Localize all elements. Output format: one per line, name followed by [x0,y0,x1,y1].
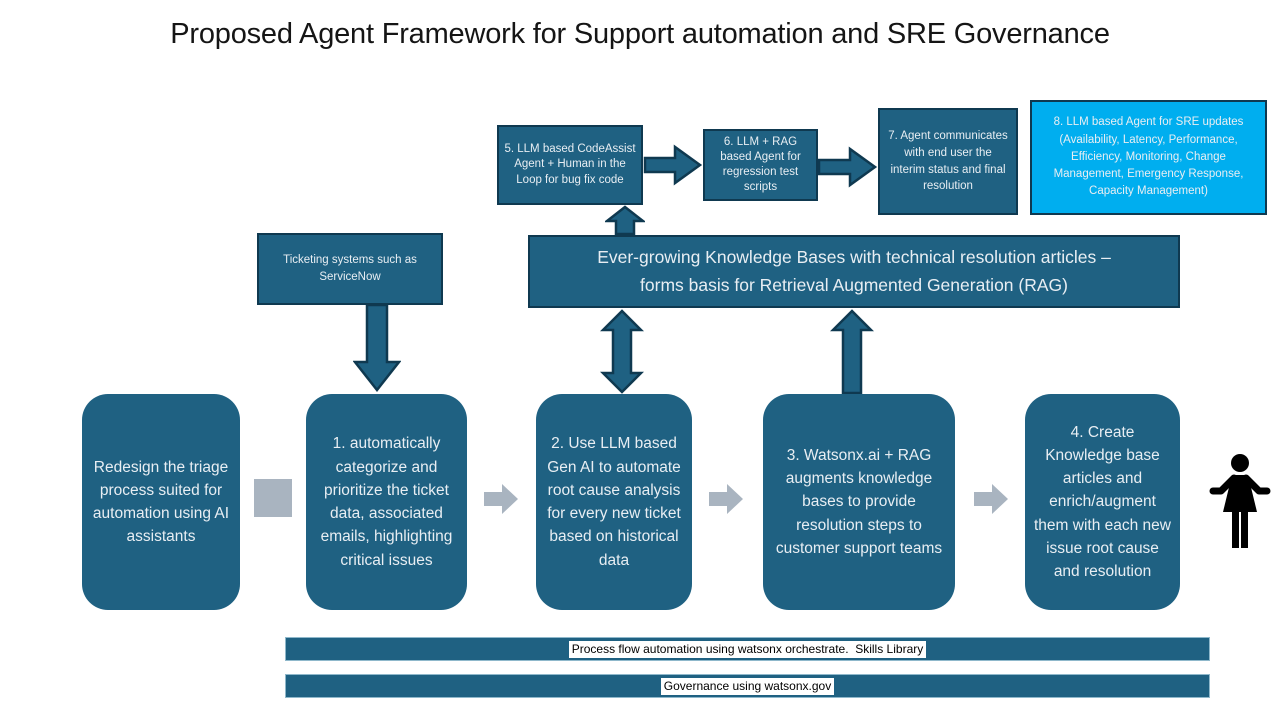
box-6-label: 6. LLM + RAG based Agent for regression … [720,136,801,193]
process-box-1-categorize: 1. automatically categorize and prioriti… [306,394,467,610]
box-7-agent-communicates: 7. Agent communicates with end user the … [878,108,1018,215]
process-box-2-root-cause: 2. Use LLM based Gen AI to automate root… [536,394,692,610]
process-box-redesign-label: Redesign the triage process suited for a… [92,458,230,546]
governance-label: Governance using watsonx.gov [660,677,835,695]
process-box-4-label: 4. Create Knowledge base articles and en… [1034,423,1171,581]
box-5-label: 5. LLM based CodeAssist Agent + Human in… [504,143,636,186]
process-flow-automation-bar: Process flow automation using watsonx or… [285,637,1210,661]
process-box-2-label: 2. Use LLM based Gen AI to automate root… [547,435,681,569]
connector-arrow-3-4-icon [974,484,1008,514]
ticketing-systems-box: Ticketing systems such as ServiceNow [257,233,443,305]
process-box-3-watsonx-rag: 3. Watsonx.ai + RAG augments knowledge b… [763,394,955,610]
arrow-down-ticketing-to-box1-icon [353,304,401,392]
arrow-right-5-to-6-icon [643,144,703,186]
page-title: Proposed Agent Framework for Support aut… [170,18,1110,50]
woman-figure-icon [1209,454,1271,548]
box-6-llm-rag-regression: 6. LLM + RAG based Agent for regression … [703,129,818,201]
arrow-up-kb-to-box5-icon [605,205,645,235]
knowledge-base-label: Ever-growing Knowledge Bases with techni… [597,247,1111,295]
box-8-label: 8. LLM based Agent for SRE updates (Avai… [1053,116,1244,198]
box-7-label: 7. Agent communicates with end user the … [888,130,1008,193]
arrow-up-box3-to-kb-icon [830,309,874,394]
connector-square-icon [254,479,292,517]
box-5-llm-codeassist: 5. LLM based CodeAssist Agent + Human in… [497,125,643,205]
process-box-redesign-triage: Redesign the triage process suited for a… [82,394,240,610]
arrow-bidirectional-box2-kb-icon [600,309,644,394]
connector-arrow-1-2-icon [484,484,518,514]
ticketing-systems-label: Ticketing systems such as ServiceNow [283,253,417,283]
process-box-3-label: 3. Watsonx.ai + RAG augments knowledge b… [775,446,943,557]
arrow-right-6-to-7-icon [817,146,878,188]
box-8-sre-agent: 8. LLM based Agent for SRE updates (Avai… [1030,100,1267,215]
process-flow-automation-label: Process flow automation using watsonx or… [568,640,927,658]
process-box-1-label: 1. automatically categorize and prioriti… [320,435,453,569]
knowledge-base-box: Ever-growing Knowledge Bases with techni… [528,235,1180,308]
governance-bar: Governance using watsonx.gov [285,674,1210,698]
connector-arrow-2-3-icon [709,484,743,514]
process-box-4-kb-articles: 4. Create Knowledge base articles and en… [1025,394,1180,610]
